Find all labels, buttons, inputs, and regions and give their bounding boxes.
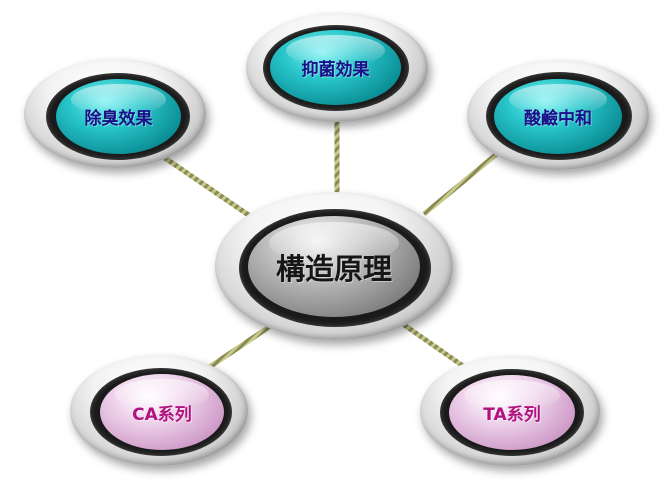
connector-ca-series	[206, 320, 277, 371]
node-deodorizing-label: 除臭效果	[84, 109, 153, 129]
node-neutralization: 酸鹼中和	[467, 60, 649, 170]
node-deodorizing: 除臭效果	[24, 59, 206, 168]
center-node: 構造原理	[215, 192, 453, 340]
node-ta-series: TA系列	[420, 356, 600, 466]
node-neutralization-label: 酸鹼中和	[524, 109, 592, 129]
center-node-label: 構造原理	[275, 251, 392, 286]
node-ca-series-label: CA系列	[132, 404, 192, 425]
node-antibacterial: 抑菌効果	[246, 13, 428, 122]
connector-ta-series	[398, 319, 465, 369]
connector-neutralization	[422, 151, 500, 216]
connector-deodorizing	[163, 155, 252, 219]
node-ta-series-label: TA系列	[483, 405, 541, 425]
node-ca-series: CA系列	[70, 355, 248, 466]
center-node-core: 構造原理	[248, 216, 420, 317]
node-antibacterial-label: 抑菌効果	[301, 60, 370, 80]
